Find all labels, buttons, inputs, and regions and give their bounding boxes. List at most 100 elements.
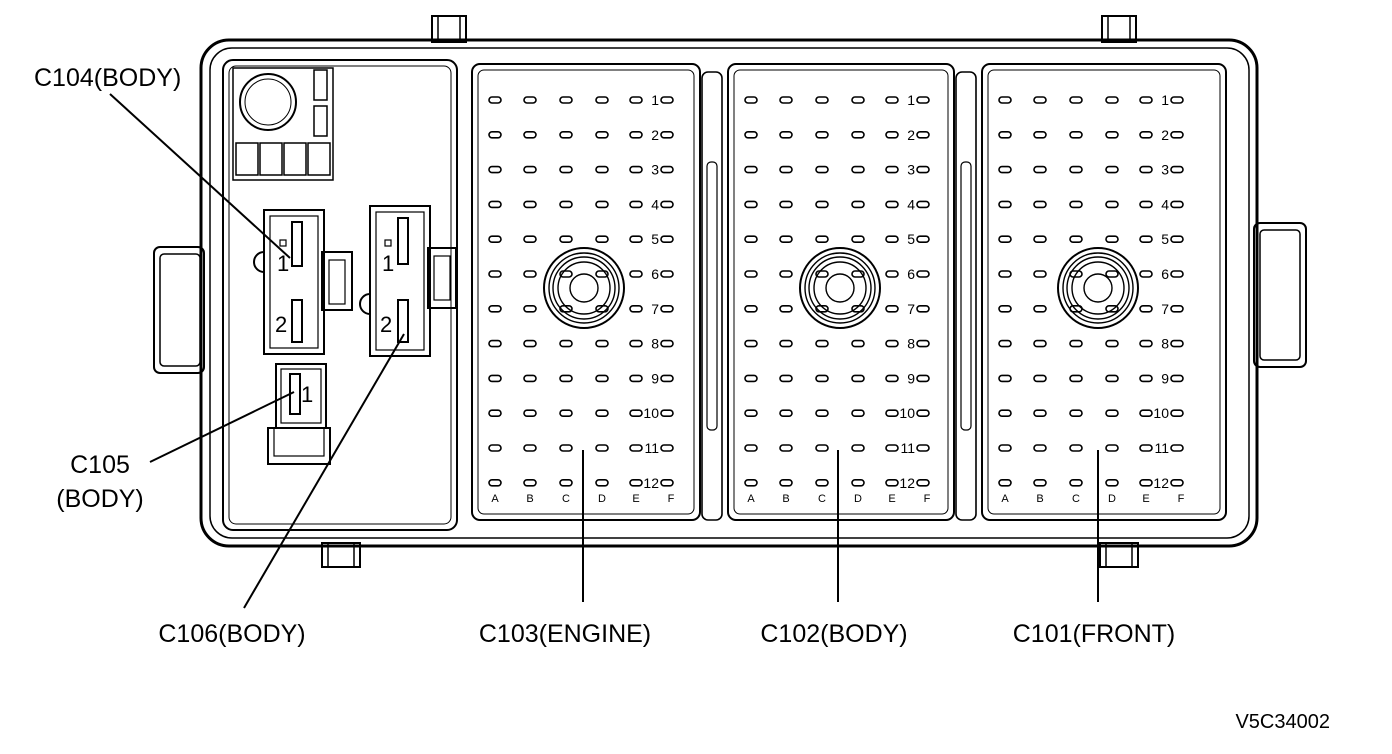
c104-side-latch-inner (328, 259, 346, 305)
c103-pin-C9 (559, 374, 573, 383)
c103-pin-A5 (488, 235, 502, 243)
c103-panel-outline (471, 63, 701, 521)
c101-pin-A9 (998, 374, 1012, 383)
c101-pin-E4 (1139, 200, 1153, 209)
c101-pin-F4 (1170, 200, 1184, 209)
c102-column-letter: B (782, 493, 789, 505)
top-mount-tab-left-inner (437, 15, 461, 43)
relay-blade-bottom (313, 105, 328, 137)
panel-divider-inner-1 (706, 161, 718, 431)
c102-column-letter: C (818, 493, 826, 505)
figure-code: V5C34002 (1235, 711, 1330, 733)
c103-row-number: 12 (643, 475, 659, 491)
c101-pin-E1 (1139, 96, 1153, 104)
c104-latch (253, 251, 265, 273)
c103-column-letter: C (562, 493, 570, 505)
c102-pin-E11 (885, 444, 899, 452)
c103-row-number: 7 (651, 301, 659, 317)
c101-column-letter: A (1001, 493, 1009, 505)
c102-pin-B12 (779, 478, 793, 487)
c101-pin-E6 (1139, 270, 1153, 278)
c102-pin-F10 (916, 409, 930, 418)
c106-side-latch (427, 247, 457, 309)
panel-divider-inner-2 (960, 161, 972, 431)
c101-row-number: 7 (1161, 301, 1169, 317)
c103-pin-A10 (488, 409, 502, 418)
c103-pin-E4 (629, 200, 643, 209)
c103-panel-inner-outline (477, 69, 695, 515)
c101-column-letter: B (1036, 493, 1043, 505)
c103-pin-D2 (595, 131, 609, 139)
c101-pin-E7 (1139, 304, 1153, 313)
c102-pin-A10 (744, 409, 758, 418)
c102-pin-A8 (744, 339, 758, 348)
c101-pin-D5 (1105, 235, 1119, 243)
panel-divider-1 (701, 71, 723, 521)
c101-row-number: 3 (1161, 162, 1169, 178)
c103-pin-F11 (660, 444, 674, 452)
c103-pin-A2 (488, 131, 502, 139)
c101-pin-A11 (998, 444, 1012, 452)
c105-housing-inner (280, 368, 322, 424)
c102-pin-C9 (815, 374, 829, 383)
c103-row-number: 5 (651, 231, 659, 247)
c103-pin-F10 (660, 409, 674, 418)
c103-bolt-ring (548, 252, 620, 324)
c102-pin-B11 (779, 444, 793, 452)
c102-pin-B8 (779, 339, 793, 348)
c103-pin-C4 (559, 200, 573, 209)
c103-row-number: 8 (651, 336, 659, 352)
c101-pin-F7 (1170, 304, 1184, 313)
c106-latch (359, 293, 371, 315)
c101-pin-E5 (1139, 235, 1153, 243)
c102-pin-D6 (851, 270, 865, 278)
c104-housing-inner (269, 215, 319, 349)
c103-pin-C1 (559, 96, 573, 104)
c101-pin-A10 (998, 409, 1012, 418)
c103-pin-B4 (523, 200, 537, 209)
c101-pin-F3 (1170, 165, 1184, 174)
c102-pin-E3 (885, 165, 899, 174)
c101-pin-D4 (1105, 200, 1119, 209)
c102-pin-B1 (779, 96, 793, 104)
c103-pin-D6 (595, 270, 609, 278)
c103-pin-A7 (488, 304, 502, 313)
c103-pin-B3 (523, 165, 537, 174)
label-c106: C106(BODY) (158, 620, 305, 648)
c102-pin-B10 (779, 409, 793, 418)
c103-pin-F8 (660, 339, 674, 348)
c105-base-inner (273, 427, 325, 457)
housing-inner-outline (209, 47, 1250, 539)
c103-pin-C6 (559, 270, 573, 278)
c103-pin-A3 (488, 165, 502, 174)
c103-pin-A9 (488, 374, 502, 383)
top-mount-tab-left (431, 15, 467, 43)
relay-cell-3 (283, 142, 307, 176)
c101-pin-B6 (1033, 270, 1047, 278)
housing (153, 15, 1307, 568)
c101-row-number: 10 (1153, 405, 1169, 421)
c101-pin-C9 (1069, 374, 1083, 383)
c102-pin-F12 (916, 478, 930, 487)
c102-pin-E1 (885, 96, 899, 104)
c103-pin-E12 (629, 478, 643, 487)
c102-pin-E8 (885, 339, 899, 348)
c102-pin-E10 (885, 409, 899, 418)
c101-row-number: 1 (1161, 92, 1169, 108)
c101-column-letter: F (1178, 493, 1185, 505)
c101-pin-F10 (1170, 409, 1184, 418)
c103-pin-D5 (595, 235, 609, 243)
c102-pin-A2 (744, 131, 758, 139)
c101-pin-B11 (1033, 444, 1047, 452)
label-c104: C104(BODY) (34, 64, 181, 92)
c101-pin-F5 (1170, 235, 1184, 243)
c101-pin-E11 (1139, 444, 1153, 452)
c103-pin-D3 (595, 165, 609, 174)
c102-pin-F3 (916, 165, 930, 174)
c102-panel-inner-outline (733, 69, 949, 515)
c102-pin-B6 (779, 270, 793, 278)
connector-labels: C104(BODY) C105 (BODY) C106(BODY) C103(E… (34, 64, 1330, 733)
